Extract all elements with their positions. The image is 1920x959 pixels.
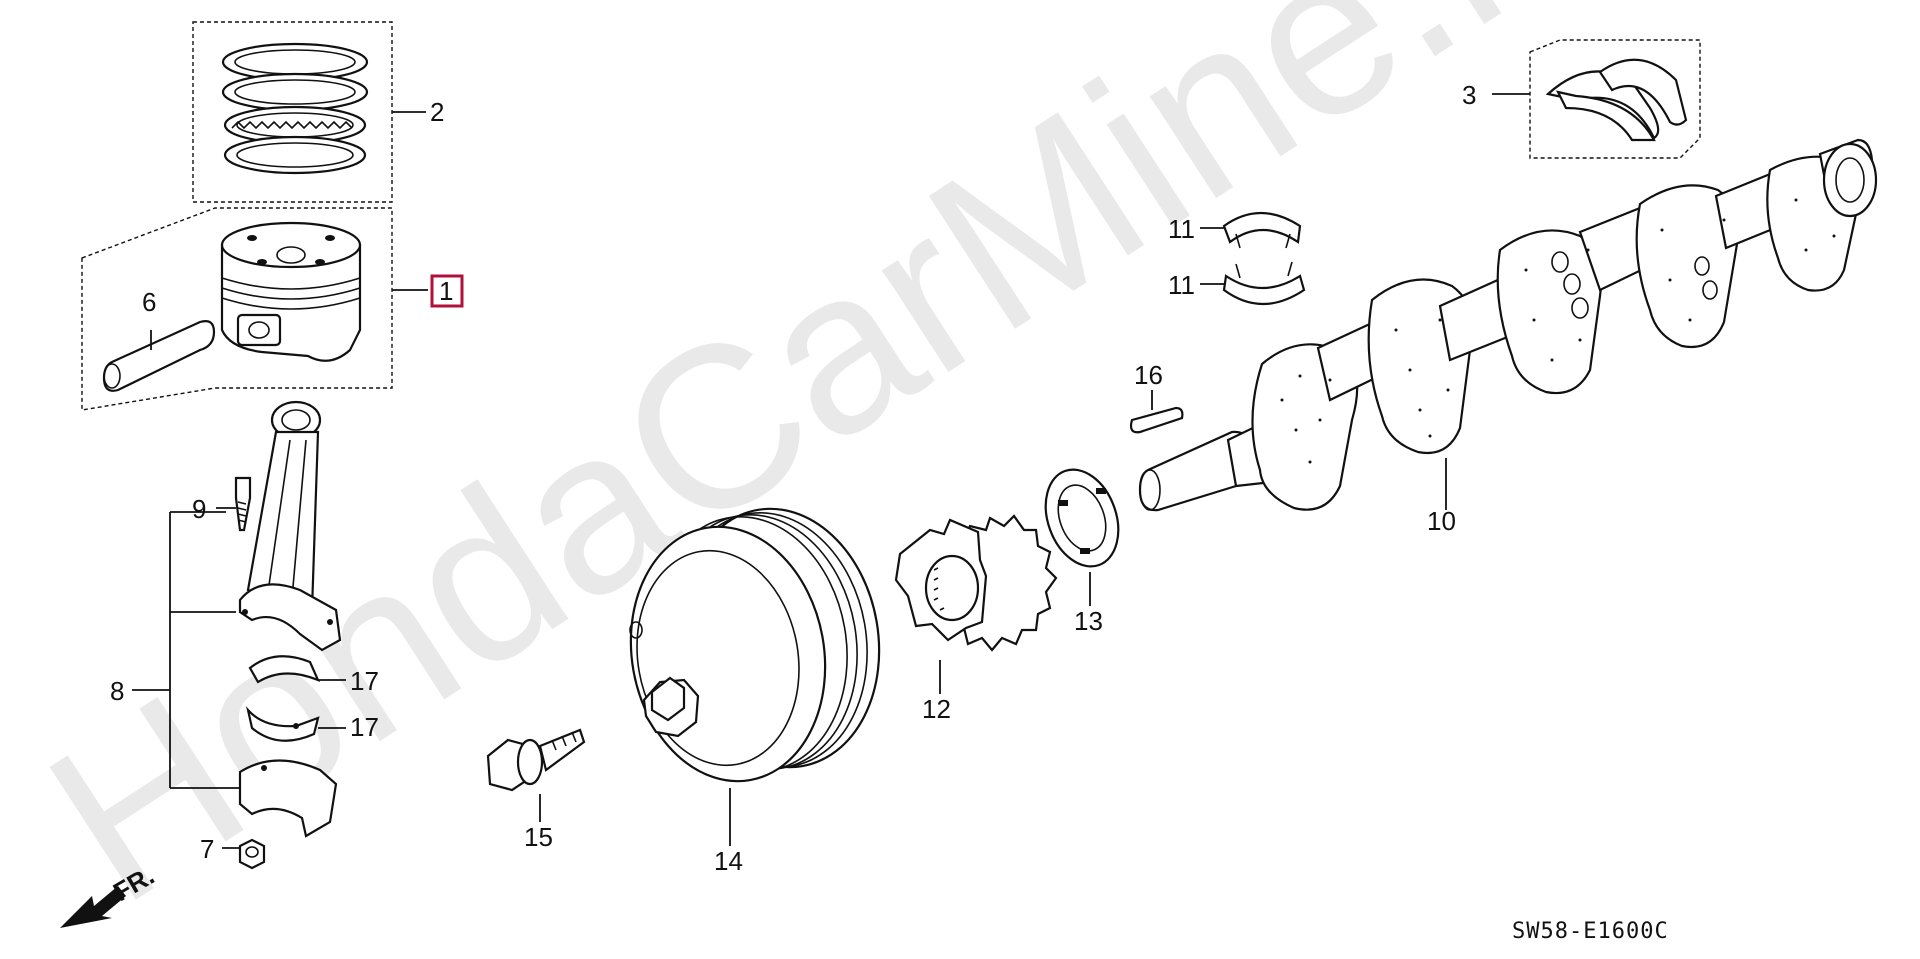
callout-11b: 11 — [1168, 270, 1195, 300]
callout-16: 16 — [1134, 360, 1163, 390]
main-bearings — [1492, 39, 1701, 159]
callout-6: 6 — [142, 287, 156, 317]
callout-17a: 17 — [350, 666, 379, 696]
callout-17b: 17 — [350, 712, 379, 742]
woodruff-key — [1129, 390, 1184, 434]
callout-9: 9 — [192, 494, 206, 524]
piston-rings — [192, 21, 426, 203]
callout-1-highlight — [430, 274, 464, 308]
callout-13: 13 — [1074, 606, 1103, 636]
callout-labels: 1 2 3 6 7 8 9 10 11 11 12 13 14 15 16 17… — [110, 80, 1476, 876]
crankshaft-texture — [1280, 198, 1836, 464]
connecting-rod — [132, 400, 346, 870]
crank-pulley — [629, 507, 881, 846]
diagram-code: SW58-E1600C — [1512, 919, 1669, 944]
callout-12: 12 — [922, 694, 951, 724]
callout-2: 2 — [430, 97, 444, 127]
callout-15: 15 — [524, 822, 553, 852]
thrust-washers — [1200, 211, 1306, 306]
callout-7: 7 — [200, 834, 214, 864]
callout-1: 1 — [439, 276, 453, 306]
callout-3: 3 — [1462, 80, 1476, 110]
crank-sensor-plate — [1044, 468, 1120, 606]
pulley-bolt — [486, 728, 586, 822]
callout-11a: 11 — [1168, 214, 1195, 244]
timing-sprocket — [894, 514, 1058, 694]
callout-14: 14 — [714, 846, 743, 876]
piston-assembly — [81, 207, 464, 411]
callout-8: 8 — [110, 676, 124, 706]
crankshaft — [1138, 138, 1878, 512]
callout-10: 10 — [1427, 506, 1456, 536]
